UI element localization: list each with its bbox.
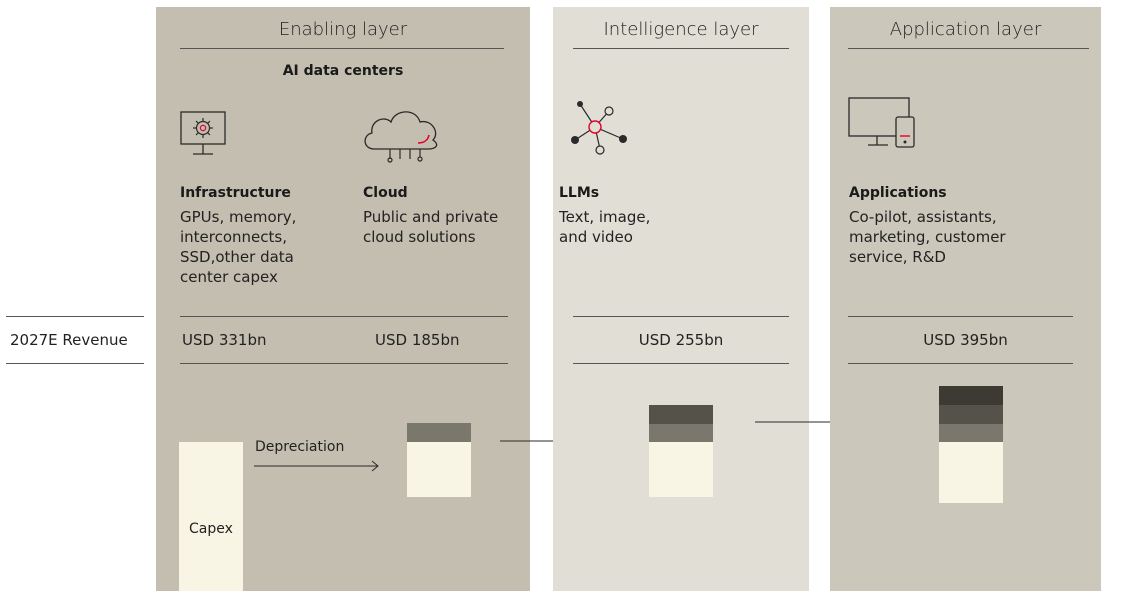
depreciation-label: Depreciation — [255, 439, 345, 455]
application-stack-base — [939, 442, 1003, 503]
application-revenue-rule-bottom — [848, 363, 1073, 364]
application-stack-darkest — [939, 386, 1003, 405]
application-layer-title: Application layer — [889, 19, 1042, 40]
enabling-subtitle: AI data centers — [282, 63, 404, 79]
network-nodes-icon — [571, 101, 627, 155]
enabling-revenue-rule-bottom — [180, 363, 508, 364]
intelligence-layer-panel: Intelligence layer LLMs Text, image, and… — [553, 7, 880, 591]
application-stack-mid — [939, 424, 1003, 442]
infrastructure-revenue: USD 331bn — [182, 331, 267, 349]
intelligence-revenue-rule-bottom — [573, 363, 789, 364]
llms-revenue: USD 255bn — [638, 331, 724, 349]
cloud-heading: Cloud — [363, 185, 408, 201]
intelligence-stack-mid — [649, 424, 713, 442]
applications-heading: Applications — [849, 185, 947, 201]
intelligence-title-rule — [573, 48, 789, 49]
application-layer-panel: Application layer Applications Co-pilot,… — [830, 7, 1101, 591]
intelligence-stack-base — [649, 442, 713, 497]
intelligence-revenue-rule-top — [573, 316, 789, 317]
depreciation-stack-base — [407, 442, 471, 497]
llms-heading: LLMs — [559, 185, 600, 201]
application-revenue-rule-top — [848, 316, 1073, 317]
enabling-layer-title: Enabling layer — [278, 19, 408, 40]
application-stack-dark — [939, 405, 1003, 424]
applications-desc: Co-pilot, assistants, marketing, custome… — [849, 208, 1006, 266]
cloud-desc: Public and private cloud solutions — [363, 208, 499, 246]
applications-revenue: USD 395bn — [923, 331, 1008, 349]
capex-bar — [179, 442, 243, 591]
enabling-revenue-rule-top — [180, 316, 508, 317]
cloud-icon — [364, 111, 438, 163]
infrastructure-desc: GPUs, memory, interconnects, SSD,other d… — [180, 208, 297, 286]
enabling-layer-panel: Enabling layer AI data centers Infras — [156, 7, 627, 591]
row-label-rule-top — [6, 316, 144, 317]
llms-desc: Text, image, and video — [559, 208, 651, 246]
intelligence-stack-dark — [649, 405, 713, 424]
enabling-title-rule — [180, 48, 504, 49]
depreciation-arrow-icon — [254, 460, 379, 472]
cloud-revenue: USD 185bn — [375, 331, 460, 349]
depreciation-stack-top — [407, 423, 471, 442]
infrastructure-heading: Infrastructure — [180, 185, 291, 201]
monitor-gear-icon — [180, 111, 226, 155]
desktop-phone-icon — [848, 97, 915, 148]
application-title-rule — [848, 48, 1089, 49]
intelligence-layer-title: Intelligence layer — [603, 19, 759, 40]
row-label-rule-bottom — [6, 363, 144, 364]
row-label: 2027E Revenue — [10, 331, 128, 349]
capex-label: Capex — [189, 521, 233, 537]
